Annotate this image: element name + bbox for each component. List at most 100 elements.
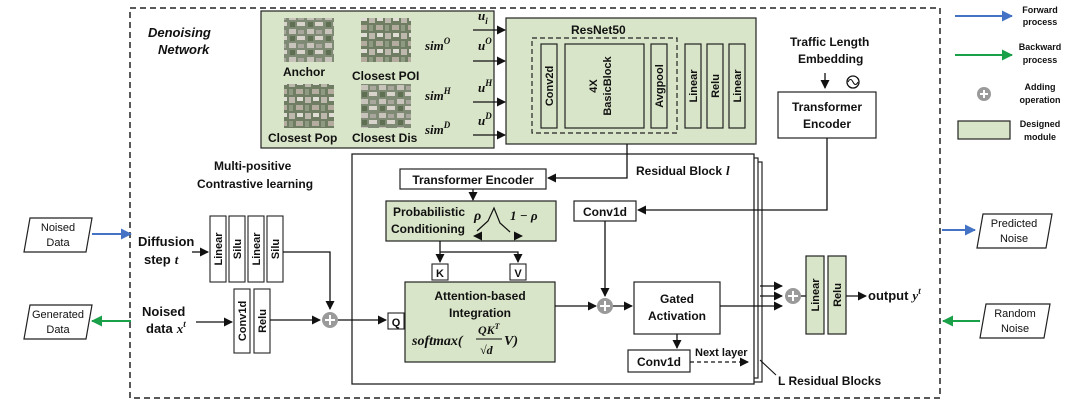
resnet50-label: ResNet50 <box>571 23 626 37</box>
next-layer-label: Next layer <box>695 347 748 359</box>
basicblock-block <box>564 43 645 129</box>
gated-label-line2: Activation <box>648 309 706 323</box>
basicblock-4x-label: 4X <box>588 79 600 93</box>
adding-legend-line2: operation <box>1019 95 1060 105</box>
generated-data-line2: Data <box>46 324 70 336</box>
diffusion-linear2 <box>247 215 265 283</box>
generated-data-line1: Generated <box>32 309 84 321</box>
avgpool-label: Avgpool <box>654 64 666 108</box>
noised-conv1d <box>233 288 251 354</box>
diffusion-silu2-label: Silu <box>270 239 282 259</box>
sim-d: simD <box>424 120 451 137</box>
u-i-o-label: uO <box>478 36 492 53</box>
closest-dis-image <box>361 84 411 128</box>
conditioning-label: Conditioning <box>391 222 465 236</box>
key-label: K <box>436 268 444 280</box>
conv1d-top-label: Conv1d <box>583 205 627 219</box>
anchor-label: Anchor <box>283 65 325 79</box>
residual-transformer-label: Transformer Encoder <box>412 173 534 187</box>
forward-legend-line2: process <box>1023 17 1058 27</box>
resnet-linear2-block <box>728 43 746 129</box>
value-label: V <box>514 268 522 280</box>
attention-label-line1: Attention-based <box>434 289 525 303</box>
closest-pop-label: Closest Pop <box>268 131 337 145</box>
traffic-transformer-line2: Encoder <box>803 117 851 131</box>
noised-data-line2: Data <box>46 237 70 249</box>
traffic-length-label-line1: Traffic Length <box>790 35 869 49</box>
closest-poi-label: Closest POI <box>352 69 419 83</box>
softmax-formula: softmax( <box>411 334 464 349</box>
diffusion-silu2 <box>266 215 284 283</box>
resnet-linear2-label: Linear <box>732 69 744 103</box>
network-title-line1: Denoising <box>148 25 211 40</box>
attention-label-line2: Integration <box>449 306 511 320</box>
u-i-h-label: uH <box>478 78 493 95</box>
diffusion-linear1 <box>209 215 227 283</box>
designed-legend-line2: module <box>1024 132 1056 142</box>
noised-data-line1: Noised <box>41 222 75 234</box>
u-i-label: ui <box>478 8 488 26</box>
u-i-d-label: uD <box>478 111 492 128</box>
attention-based-integration <box>404 281 556 363</box>
key-box <box>431 263 449 281</box>
probabilistic-label: Probabilistic <box>393 205 465 219</box>
traffic-length-label-line2: Embedding <box>798 52 863 66</box>
random-noise-input <box>979 303 1051 339</box>
anchor-image <box>284 18 334 62</box>
avgpool-block <box>650 43 668 129</box>
random-noise-line1: Random <box>994 308 1036 320</box>
contrastive-label-line2: Contrastive learning <box>197 177 313 191</box>
sinusoidal-embedding-icon <box>846 75 860 89</box>
conv1d-bottom <box>627 349 691 373</box>
random-noise-line2: Noise <box>1001 323 1029 335</box>
noised-relu-label: Relu <box>257 309 269 333</box>
closest-poi-image <box>361 18 411 62</box>
sim-o: simO <box>424 36 451 53</box>
probabilistic-conditioning <box>385 200 557 242</box>
forward-legend-line1: Forward <box>1022 5 1058 15</box>
predicted-noise-line2: Noise <box>1000 233 1028 245</box>
conv2d-label: Conv2d <box>544 66 556 106</box>
predicted-noise-line1: Predicted <box>991 218 1037 230</box>
resnet-relu-label: Relu <box>710 74 722 98</box>
denoising-network-frame <box>129 7 941 399</box>
diffusion-silu1-label: Silu <box>232 239 244 259</box>
output-linear <box>805 255 825 335</box>
resnet-linear1-block <box>684 43 702 129</box>
l-residual-blocks-label: L Residual Blocks <box>778 374 881 388</box>
noised-data-input <box>23 217 93 253</box>
query-label: Q <box>392 317 401 329</box>
diffusion-linear2-label: Linear <box>251 232 263 266</box>
traffic-transformer-line1: Transformer <box>792 100 862 114</box>
noised-relu <box>253 288 271 354</box>
conv2d-block <box>540 43 558 129</box>
value-box <box>509 263 527 281</box>
backward-legend-line1: Backward <box>1019 42 1062 52</box>
sim-h: simH <box>424 86 452 103</box>
traffic-transformer-encoder <box>777 91 877 139</box>
designed-module-legend-icon <box>957 120 1011 140</box>
softmax-denominator: √d <box>480 343 494 357</box>
softmax-numerator: QKT <box>478 322 501 337</box>
resnet50-inner <box>531 37 678 134</box>
resnet-relu-block <box>706 43 724 129</box>
diffusion-step-label-line1: Diffusion <box>138 234 194 249</box>
backward-legend-line2: process <box>1023 55 1058 65</box>
network-title-line2: Network <box>158 42 210 57</box>
noised-x-label-line1: Noised <box>142 304 185 319</box>
output-relu <box>827 255 847 335</box>
conv1d-bottom-label: Conv1d <box>637 355 681 369</box>
softmax-v: V) <box>504 334 518 349</box>
resnet-linear1-label: Linear <box>688 69 700 103</box>
gated-activation <box>633 281 721 335</box>
gated-label-line1: Gated <box>660 292 694 306</box>
output-relu-label: Relu <box>832 283 844 307</box>
adding-legend-line1: Adding <box>1025 82 1056 92</box>
diffusion-linear1-label: Linear <box>213 232 225 266</box>
designed-legend-line1: Designed <box>1020 119 1061 129</box>
